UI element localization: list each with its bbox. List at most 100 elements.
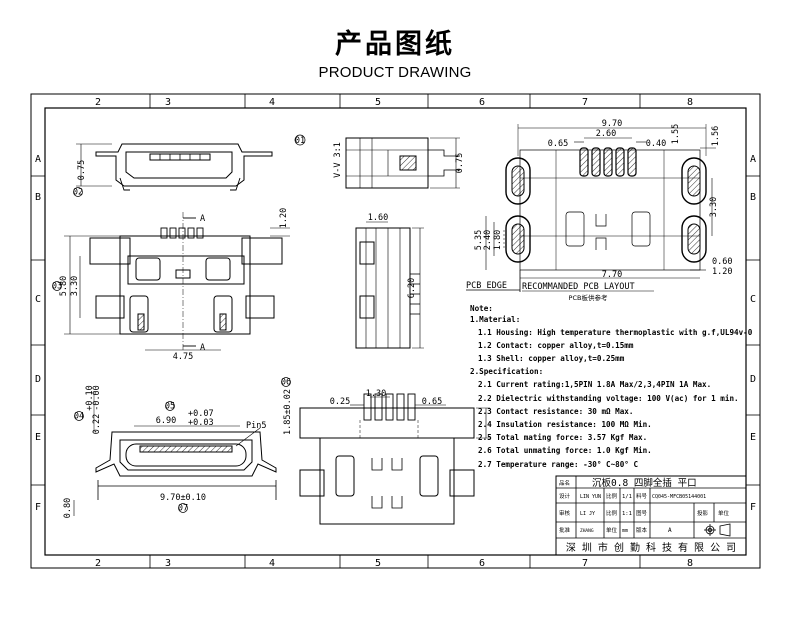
- dim-2-40: 2.40: [483, 230, 493, 250]
- pin5-label: Pin5: [246, 421, 266, 431]
- dim-2-60: 2.60: [596, 129, 616, 139]
- dim-3-30-right: 3.30: [709, 197, 719, 217]
- section-label-vv: V-V 3:1: [333, 142, 343, 178]
- col-label-top: 5: [375, 97, 381, 108]
- col-label-bottom: 8: [687, 558, 693, 569]
- svg-text:05: 05: [165, 402, 175, 412]
- col-label-top: 2: [95, 97, 101, 108]
- dim-0-80: 0.80: [63, 498, 73, 518]
- col-label-bottom: 5: [375, 558, 381, 569]
- product-label: 品名: [559, 479, 570, 487]
- dim-6-90-tol-up: +0.07: [188, 409, 214, 419]
- approver-label: 批准: [559, 526, 571, 534]
- svg-text:06: 06: [281, 378, 291, 388]
- top-view: [64, 212, 290, 352]
- note-line: 1.3 Shell: copper alloy,t=0.25mm: [478, 354, 625, 363]
- note-line: 1.2 Contact: copper alloy,t=0.15mm: [478, 341, 634, 350]
- dim-0-22: 0.22: [92, 414, 102, 434]
- svg-text:01: 01: [295, 136, 305, 146]
- pcb-layout-title: RECOMMANDED PCB LAYOUT: [522, 282, 635, 292]
- note-line: 2.7 Temperature range: -30° C~80° C: [478, 460, 638, 469]
- dim-6-20: 6.20: [407, 278, 417, 298]
- scale2-value: 1:1: [622, 511, 632, 517]
- col-label-bottom: 6: [479, 558, 485, 569]
- unit-label: 单位: [606, 526, 618, 534]
- bottom-view: [299, 393, 490, 525]
- dim-7-70: 7.70: [602, 270, 622, 280]
- pcb-edge-label: PCB EDGE: [466, 281, 507, 291]
- pcb-layout-view: [466, 124, 716, 292]
- unit-header-label: 单位: [718, 509, 730, 517]
- dim-1-60: 1.60: [368, 213, 388, 223]
- drawing-frame: [30, 93, 761, 569]
- dim-6-90-tol-down: +0.03: [188, 418, 214, 428]
- dim-0-75-left: 0.75: [77, 160, 87, 180]
- note-line: 2.4 Insulation resistance: 100 MΩ Min.: [478, 420, 652, 429]
- product-name: 沉板0.8 四脚全插 平口: [592, 477, 697, 489]
- dim-0-75-mid: 0.75: [455, 153, 465, 173]
- row-label-right: E: [750, 432, 756, 443]
- view-marker-07: 07: [178, 503, 188, 514]
- dim-9-70-top: 9.70: [602, 119, 622, 129]
- row-label-right: A: [750, 154, 756, 165]
- view-marker-01: 01: [294, 134, 306, 146]
- title-block-text: 品名 沉板0.8 四脚全插 平口 设计 LIN YUN 比例 1/1 料号 CQ…: [559, 477, 736, 554]
- row-label-left: A: [35, 154, 41, 165]
- title-block: [555, 475, 747, 556]
- part-label: 料号: [636, 492, 648, 500]
- version-value: A: [668, 527, 672, 534]
- projection-label: 投影: [697, 509, 709, 517]
- svg-text:03: 03: [52, 282, 62, 292]
- note-line: 2.3 Contact resistance: 30 mΩ Max.: [478, 407, 633, 416]
- notes-heading: Note:: [470, 304, 493, 313]
- frame-labels: 2 3 4 5 6 7 8 2 3 4 5 6 7 8 A B C D E F …: [35, 97, 756, 569]
- svg-text:04: 04: [74, 412, 84, 422]
- dim-tol-plus-0-10: +0.10: [85, 385, 95, 411]
- col-label-top: 7: [582, 97, 588, 108]
- col-label-top: 8: [687, 97, 693, 108]
- dim-1-80: 1.80: [493, 230, 503, 250]
- note-line: 1.1 Housing: High temperature thermoplas…: [478, 328, 753, 337]
- dim-1-20-right: 1.20: [712, 267, 732, 277]
- dim-5-80: 5.80: [59, 276, 69, 296]
- dim-4-75: 4.75: [173, 352, 193, 362]
- dim-1-56: 1.56: [711, 126, 721, 146]
- dim-tol-minus-0-00: -0.00: [92, 385, 102, 411]
- dim-0-40: 0.40: [646, 139, 666, 149]
- row-label-right: F: [750, 502, 756, 513]
- checker-label: 审核: [559, 509, 571, 517]
- note-line: 2.5 Total mating force: 3.57 Kgf Max.: [478, 433, 647, 442]
- view-marker-06: 06: [281, 377, 291, 388]
- view-marker-04: 04: [74, 411, 84, 422]
- version-label: 版本: [636, 526, 648, 534]
- row-label-left: D: [35, 374, 41, 385]
- pcb-layout-caption: PCB板供参考: [569, 293, 608, 302]
- col-label-top: 4: [269, 97, 275, 108]
- scale-value: 1/1: [622, 494, 632, 500]
- view-marker-02: 02: [73, 187, 83, 198]
- dim-0-25: 0.25: [330, 397, 350, 407]
- projection-symbol-icon: [704, 523, 731, 537]
- col-label-top: 6: [479, 97, 485, 108]
- scale2-label: 比例: [606, 509, 618, 517]
- approver-name: ZHANG: [580, 528, 594, 534]
- svg-text:07: 07: [178, 504, 188, 514]
- note-line: 2.2 Dielectric withstanding voltage: 100…: [478, 394, 739, 403]
- row-label-right: B: [750, 192, 756, 203]
- unit-value: mm: [622, 528, 628, 534]
- dim-0-65-top: 0.65: [548, 139, 568, 149]
- dim-6-90: 6.90: [156, 416, 176, 426]
- row-label-left: E: [35, 432, 41, 443]
- dim-1-30: 1.30: [366, 389, 386, 399]
- dim-1-20: 1.20: [279, 208, 289, 228]
- page-subtitle: PRODUCT DRAWING: [318, 64, 472, 81]
- page-title: 产品图纸: [335, 29, 455, 60]
- view-marker-05: 05: [165, 401, 175, 412]
- designer-name: LIN YUN: [580, 494, 601, 500]
- dim-0-60: 0.60: [712, 257, 732, 267]
- section-marker-a-bottom: A: [200, 343, 205, 353]
- row-label-right: C: [750, 294, 756, 305]
- row-label-left: F: [35, 502, 41, 513]
- note-line: 2.6 Total unmating force: 1.0 Kgf Min.: [478, 446, 652, 455]
